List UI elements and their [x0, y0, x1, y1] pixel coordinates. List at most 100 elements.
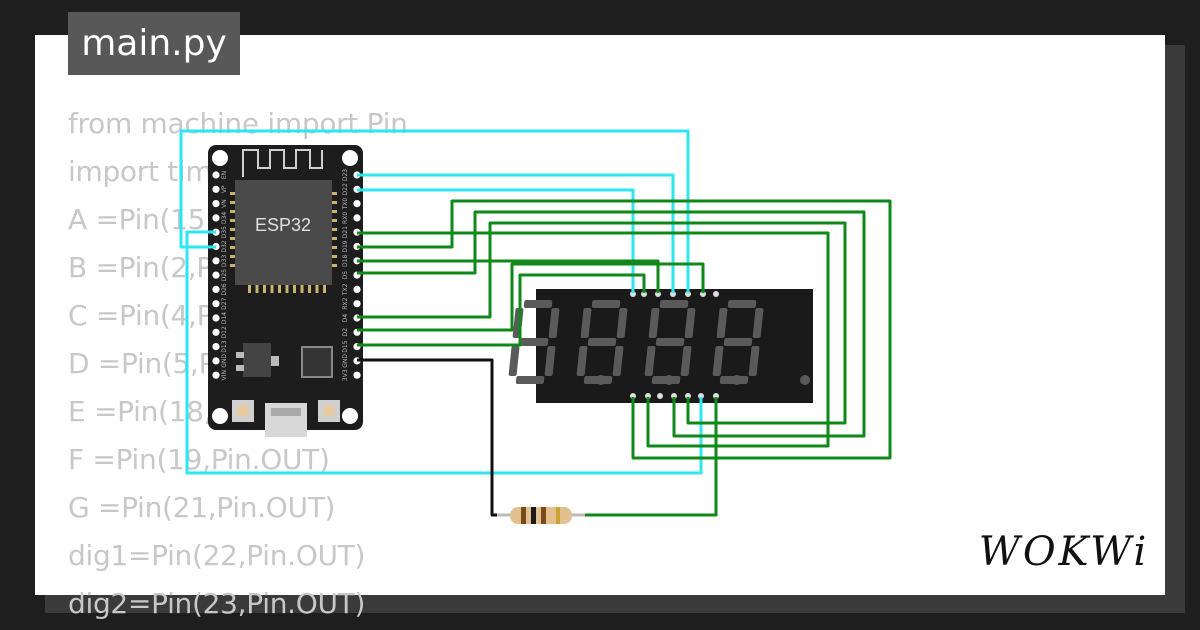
left-pin-header: ENVPVND34D35D32D33D25D26D27D14D12D13GNDV… — [212, 171, 228, 380]
pin-label: D2 — [342, 328, 349, 337]
segment — [583, 376, 613, 384]
wire-black — [357, 358, 505, 517]
code-line: dig1=Pin(22,Pin.OUT) — [68, 539, 366, 572]
pin-label: RX0 — [342, 212, 349, 224]
segment — [644, 346, 656, 376]
pin-label: D22 — [342, 183, 349, 195]
code-line: F =Pin(19,Pin.OUT) — [68, 443, 330, 476]
header-pin[interactable] — [212, 171, 220, 179]
segment — [515, 376, 545, 384]
pin-label: GND — [221, 354, 228, 368]
decimal-point — [800, 375, 810, 385]
segment — [727, 300, 757, 308]
segment — [716, 308, 728, 338]
digit — [712, 300, 764, 384]
wire-green — [357, 221, 847, 425]
header-pin[interactable] — [353, 200, 361, 208]
wire-cyan — [185, 230, 703, 475]
header-pin[interactable] — [212, 200, 220, 208]
segment — [612, 346, 624, 376]
code-line: dig2=Pin(23,Pin.OUT) — [68, 587, 366, 620]
code-line: G =Pin(21,Pin.OUT) — [68, 491, 336, 524]
segment — [576, 346, 588, 376]
header-pin[interactable] — [212, 371, 220, 379]
pin-label: VP — [221, 185, 228, 193]
header-pin[interactable] — [353, 214, 361, 222]
pin-label: D33 — [221, 254, 228, 266]
pin-label: EN — [221, 171, 228, 179]
segment — [752, 308, 764, 338]
pin-label: D18 — [342, 254, 349, 266]
segment — [512, 308, 524, 338]
segment — [519, 338, 549, 346]
pin-label: D19 — [342, 240, 349, 252]
segment — [616, 308, 628, 338]
wire-cyan — [179, 129, 690, 293]
display-digits — [508, 300, 810, 385]
digit — [644, 300, 696, 384]
pin-label: D32 — [221, 240, 228, 252]
pin-label: D5 — [342, 271, 349, 280]
header-pin[interactable] — [212, 271, 220, 279]
wire-cyan — [357, 188, 635, 293]
pin-label: RX2 — [342, 297, 349, 309]
display-pin[interactable] — [713, 291, 719, 297]
digit — [508, 300, 560, 384]
segment — [655, 338, 685, 346]
seven-segment-display[interactable] — [508, 289, 813, 403]
header-pin[interactable] — [212, 300, 220, 308]
header-pin[interactable] — [212, 343, 220, 351]
header-pin[interactable] — [212, 185, 220, 193]
segment — [591, 300, 621, 308]
pin-label: VN — [221, 199, 228, 208]
wire-green — [580, 397, 718, 517]
pin-label: D15 — [342, 340, 349, 352]
segment — [719, 376, 749, 384]
resistor[interactable] — [497, 507, 585, 524]
segment — [508, 346, 520, 376]
wokwi-logo-text: WOKWi — [978, 529, 1150, 575]
header-pin[interactable] — [212, 214, 220, 222]
segment — [544, 346, 556, 376]
pin-label: TX0 — [342, 198, 349, 211]
wire-green — [357, 262, 705, 332]
pin-label: TX2 — [342, 283, 349, 296]
wire-green — [357, 259, 660, 293]
segment — [680, 346, 692, 376]
segment — [523, 300, 553, 308]
pin-label: D14 — [221, 312, 228, 324]
segment — [748, 346, 760, 376]
display-pin[interactable] — [657, 393, 663, 399]
pin-label: VIN — [221, 370, 228, 380]
wire-green — [357, 199, 892, 460]
segment — [587, 338, 617, 346]
wire-cyan — [357, 173, 675, 293]
pin-label: D13 — [221, 340, 228, 352]
pin-label: D27 — [221, 297, 228, 309]
header-pin[interactable] — [212, 314, 220, 322]
header-pin[interactable] — [353, 371, 361, 379]
pin-label: D26 — [221, 283, 228, 295]
usb-uart-chip — [301, 346, 333, 378]
segment — [712, 346, 724, 376]
header-pin[interactable] — [212, 357, 220, 365]
pin-label: D34 — [221, 212, 228, 224]
segment — [684, 308, 696, 338]
header-pin[interactable] — [212, 328, 220, 336]
wire-green — [357, 273, 646, 347]
pin-label: D25 — [221, 269, 228, 281]
file-tab-main-py[interactable]: main.py — [68, 12, 240, 75]
pin-label: D21 — [342, 226, 349, 238]
esp32-chip — [235, 180, 332, 285]
header-pin[interactable] — [212, 257, 220, 265]
wire-green — [357, 231, 830, 448]
header-pin[interactable] — [353, 300, 361, 308]
chip-module-pins — [230, 192, 337, 293]
segment — [723, 338, 753, 346]
header-pin[interactable] — [212, 285, 220, 293]
esp32-board[interactable]: ESP32 ENVPVND34D35D32D33D25D26D27D14D12D… — [208, 145, 363, 437]
wire-green — [357, 210, 866, 438]
header-pin[interactable] — [353, 285, 361, 293]
segment — [648, 308, 660, 338]
